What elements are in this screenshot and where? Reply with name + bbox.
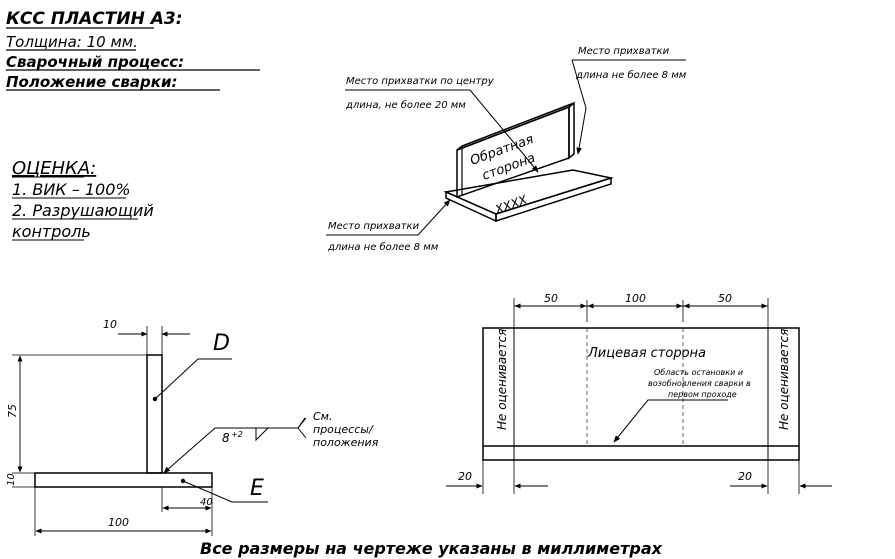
tack-center-length: длина, не более 20 мм <box>345 99 466 111</box>
ref-note-line2: процессы/ <box>313 423 374 436</box>
section-vertical-plate <box>146 354 163 474</box>
evaluation-block: ОЦЕНКА: 1. ВИК – 100% 2. Разрушающий кон… <box>12 158 154 241</box>
tack-right-length: длина не более 8 мм <box>575 69 687 81</box>
ref-note-line3: положения <box>313 436 379 449</box>
dim-50-left: 50 <box>544 292 558 305</box>
face-side-label: Лицевая сторона <box>587 346 706 361</box>
not-evaluated-left: Не оценивается <box>495 329 509 430</box>
footer-note: Все размеры на чертеже указаны в миллиме… <box>200 539 663 558</box>
weld-symbol-tolerance: +2 <box>231 430 243 439</box>
label-e: E <box>250 476 264 501</box>
stop-zone-line3: первом проходе <box>668 390 737 399</box>
stop-zone-line2: возобновления сварки в <box>648 379 751 388</box>
tack-right-title: Место прихватки <box>578 46 670 57</box>
welding-position-text: Положение сварки: <box>6 73 177 91</box>
plan-plate-outline <box>482 327 800 461</box>
dim-height: 75 <box>6 404 19 418</box>
section-base-plate <box>34 472 213 488</box>
dim-base-thickness: 10 <box>6 473 17 486</box>
evaluation-heading: ОЦЕНКА: <box>12 158 96 179</box>
dim-40: 40 <box>200 497 213 508</box>
section-view: 10 D 75 10 8 +2 См. процессы/ положения … <box>6 318 379 536</box>
dim-top-thickness: 10 <box>103 318 117 331</box>
title-text: КСС ПЛАСТИН А3: <box>6 9 183 29</box>
tack-center-title: Место прихватки по центру <box>346 76 495 87</box>
leader-tack-left: Место прихватки длина не более 8 мм <box>326 199 451 253</box>
tack-left-length: длина не более 8 мм <box>327 241 439 253</box>
evaluation-item-1: 1. ВИК – 100% <box>12 180 131 199</box>
dim-100-plan: 100 <box>625 292 646 305</box>
thickness-text: Толщина: 10 мм. <box>6 33 138 51</box>
evaluation-item-2: 2. Разрушающий <box>12 201 154 220</box>
plan-view: 50 100 50 Не оценивается Не оценивается … <box>446 292 832 494</box>
leader-tack-right: Место прихватки длина не более 8 мм <box>571 46 687 155</box>
weld-symbol-size: 8 <box>222 431 230 445</box>
tack-left-title: Место прихватки <box>328 221 420 232</box>
ref-note-line1: См. <box>313 410 332 423</box>
dim-50-right: 50 <box>718 292 732 305</box>
marking-text: XXXX <box>492 192 529 217</box>
header-block: КСС ПЛАСТИН А3: Толщина: 10 мм. Сварочны… <box>6 9 260 91</box>
welding-process-text: Сварочный процесс: <box>6 53 184 71</box>
dim-20-left: 20 <box>458 470 472 483</box>
leader-tack-center: Место прихватки по центру длина, не боле… <box>345 76 539 173</box>
dim-20-right: 20 <box>738 470 752 483</box>
stop-zone-line1: Область остановки и <box>654 368 743 377</box>
isometric-view: Обратная сторона XXXX Место прихватки по… <box>326 46 687 253</box>
label-d: D <box>213 331 230 356</box>
evaluation-item-3: контроль <box>12 222 91 241</box>
not-evaluated-right: Не оценивается <box>777 329 791 430</box>
dim-100-section: 100 <box>108 516 129 529</box>
